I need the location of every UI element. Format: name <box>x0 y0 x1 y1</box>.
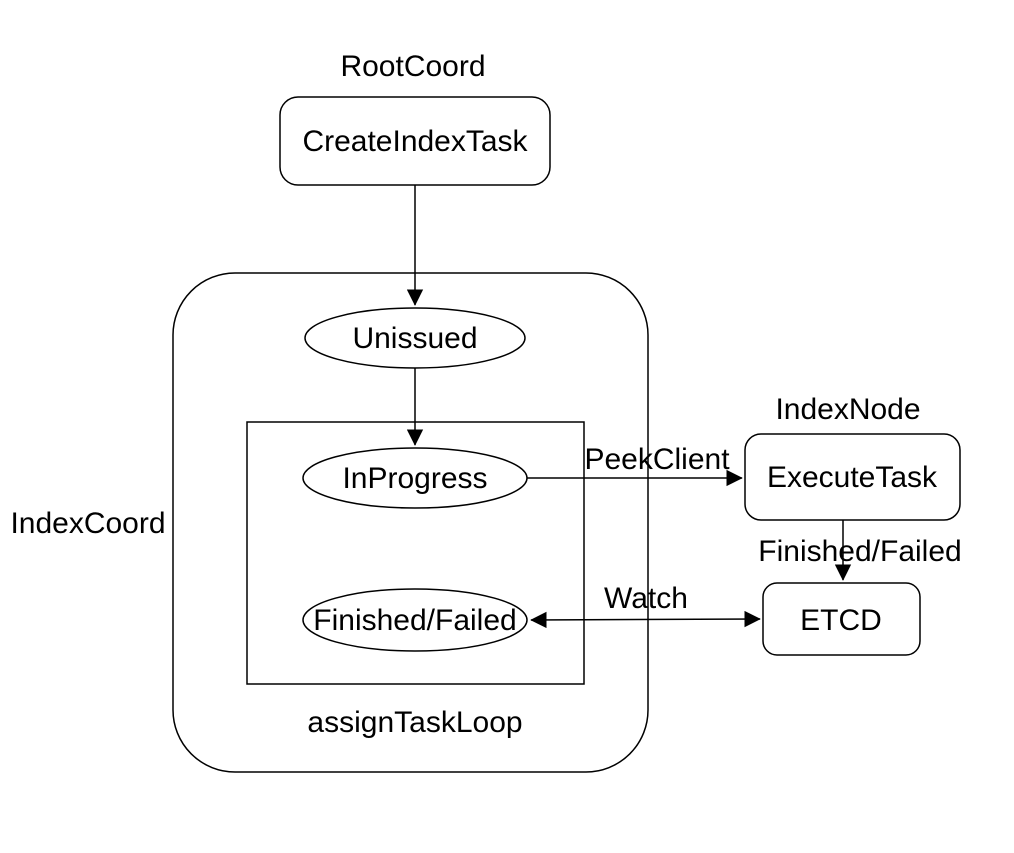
assign-task-loop-container <box>246 421 585 685</box>
peek-client-edge-label: PeekClient <box>584 443 730 476</box>
unissued-label: Unissued <box>352 322 477 355</box>
execute-task-label: ExecuteTask <box>767 461 938 494</box>
index-coord-label: IndexCoord <box>10 507 165 540</box>
index-node-label: IndexNode <box>775 393 920 426</box>
etcd-node <box>762 582 921 656</box>
watch-edge-label: Watch <box>604 582 688 615</box>
in-progress-label: InProgress <box>342 462 487 495</box>
finished-failed-edge-label: Finished/Failed <box>758 535 961 568</box>
arrow-watch <box>530 610 761 629</box>
finished-failed-node <box>302 588 528 652</box>
finished-failed-label: Finished/Failed <box>313 604 516 637</box>
execute-task-node <box>744 433 961 521</box>
root-coord-label: RootCoord <box>340 50 485 83</box>
create-index-task-label: CreateIndexTask <box>302 125 528 158</box>
etcd-label: ETCD <box>800 604 882 637</box>
assign-task-loop-label: assignTaskLoop <box>307 706 522 739</box>
index-coord-container <box>172 272 649 773</box>
